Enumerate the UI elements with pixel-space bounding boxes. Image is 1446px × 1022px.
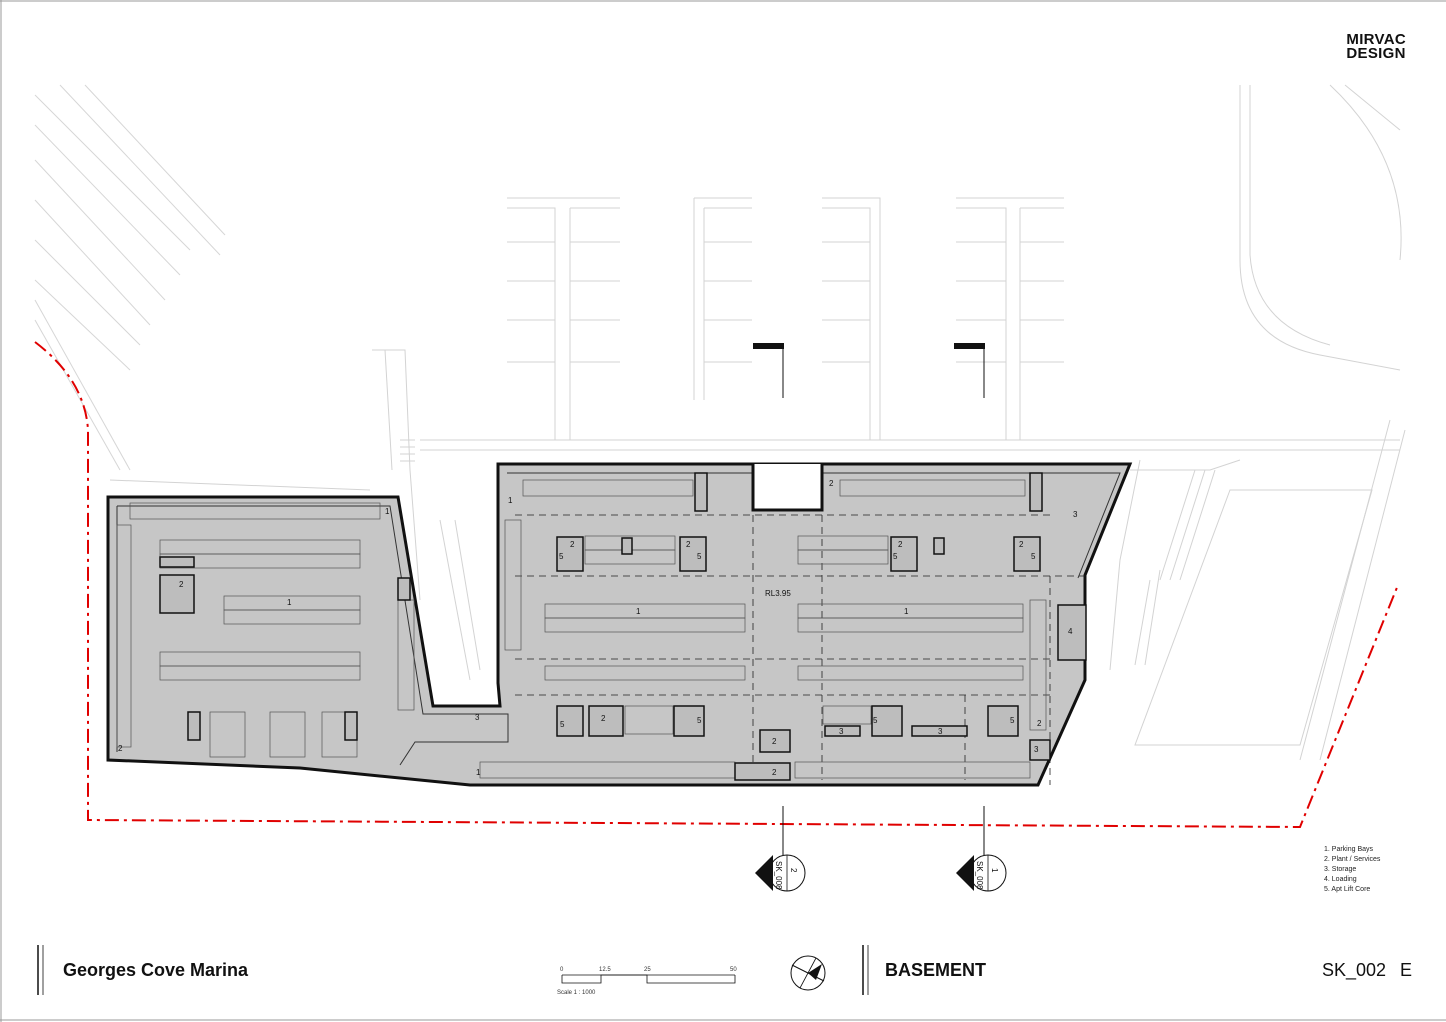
label-lift: 5 bbox=[697, 552, 702, 561]
label-plant: 2 bbox=[686, 540, 691, 549]
label-lift: 5 bbox=[697, 716, 702, 725]
label-lift: 5 bbox=[1031, 552, 1036, 561]
revision: E bbox=[1400, 960, 1413, 980]
scale-bar: 0 12.5 25 50 Scale 1 : 1000 bbox=[557, 967, 737, 996]
label-lift: 5 bbox=[560, 720, 565, 729]
label-storage: 3 bbox=[1073, 510, 1078, 519]
marina-berths-context bbox=[34, 84, 226, 471]
section-sheet-ref: SK_008 bbox=[975, 861, 984, 890]
scale-tick: 50 bbox=[730, 967, 737, 973]
label-loading: 4 bbox=[1068, 627, 1073, 636]
label-plant: 2 bbox=[179, 580, 184, 589]
label-storage: 3 bbox=[1034, 745, 1039, 754]
label-parking: 1 bbox=[508, 496, 513, 505]
label-parking: 1 bbox=[287, 598, 292, 607]
mirvac-design-logo: MIRVAC DESIGN bbox=[1346, 31, 1406, 62]
label-parking: 1 bbox=[636, 607, 641, 616]
legend-item: 1. Parking Bays bbox=[1324, 846, 1374, 853]
legend-item: 2. Plant / Services bbox=[1324, 856, 1381, 863]
north-arrow-icon bbox=[790, 955, 826, 991]
section-marker-1: SK_008 1 bbox=[956, 854, 1007, 892]
scale-tick: 0 bbox=[560, 967, 564, 973]
drawing-number: SK_002 bbox=[1322, 960, 1387, 980]
section-marker-2: SK_008 2 bbox=[755, 854, 806, 892]
label-plant: 2 bbox=[829, 479, 834, 488]
label-lift: 5 bbox=[1010, 716, 1015, 725]
label-plant: 2 bbox=[570, 540, 575, 549]
context-markers bbox=[753, 343, 985, 398]
section-number: 1 bbox=[990, 868, 999, 873]
section-sheet-ref: SK_008 bbox=[774, 861, 783, 890]
label-plant: 2 bbox=[1019, 540, 1024, 549]
parking-bay-strips bbox=[116, 479, 1047, 779]
legend-item: 5. Apt Lift Core bbox=[1324, 886, 1371, 893]
label-plant: 2 bbox=[898, 540, 903, 549]
legend-item: 4. Loading bbox=[1324, 876, 1357, 883]
label-lift: 5 bbox=[559, 552, 564, 561]
label-lift: 5 bbox=[893, 552, 898, 561]
label-storage: 3 bbox=[938, 727, 943, 736]
project-name: Georges Cove Marina bbox=[63, 960, 249, 980]
site-boundary bbox=[34, 341, 1399, 829]
scale-caption: Scale 1 : 1000 bbox=[557, 990, 596, 996]
legend: 1. Parking Bays 2. Plant / Services 3. S… bbox=[1324, 845, 1380, 895]
level-label: RL3.95 bbox=[765, 589, 791, 598]
label-storage: 3 bbox=[475, 713, 480, 722]
logo-line-2: DESIGN bbox=[1346, 45, 1406, 62]
legend-item: 3. Storage bbox=[1324, 866, 1357, 873]
label-plant: 2 bbox=[772, 737, 777, 746]
drawing-title: BASEMENT bbox=[885, 960, 987, 980]
jetty-context bbox=[109, 84, 1406, 761]
section-number: 2 bbox=[789, 868, 798, 873]
zone-labels: 1 1 2 2 3 1 2 3 1 1 4 2 5 2 5 2 5 2 5 2 … bbox=[118, 479, 1078, 777]
logo-line-1: MIRVAC bbox=[1346, 31, 1406, 48]
label-plant: 2 bbox=[1037, 719, 1042, 728]
label-storage: 3 bbox=[839, 727, 844, 736]
label-plant: 2 bbox=[772, 768, 777, 777]
label-parking: 1 bbox=[476, 768, 481, 777]
label-plant: 2 bbox=[601, 714, 606, 723]
label-plant: 2 bbox=[118, 744, 123, 753]
label-parking: 1 bbox=[904, 607, 909, 616]
basement-west-block bbox=[106, 462, 1133, 787]
label-lift: 5 bbox=[873, 716, 878, 725]
service-rooms bbox=[159, 472, 1087, 781]
scale-tick: 25 bbox=[644, 967, 651, 973]
label-parking: 1 bbox=[385, 507, 390, 516]
scale-tick: 12.5 bbox=[599, 967, 611, 973]
